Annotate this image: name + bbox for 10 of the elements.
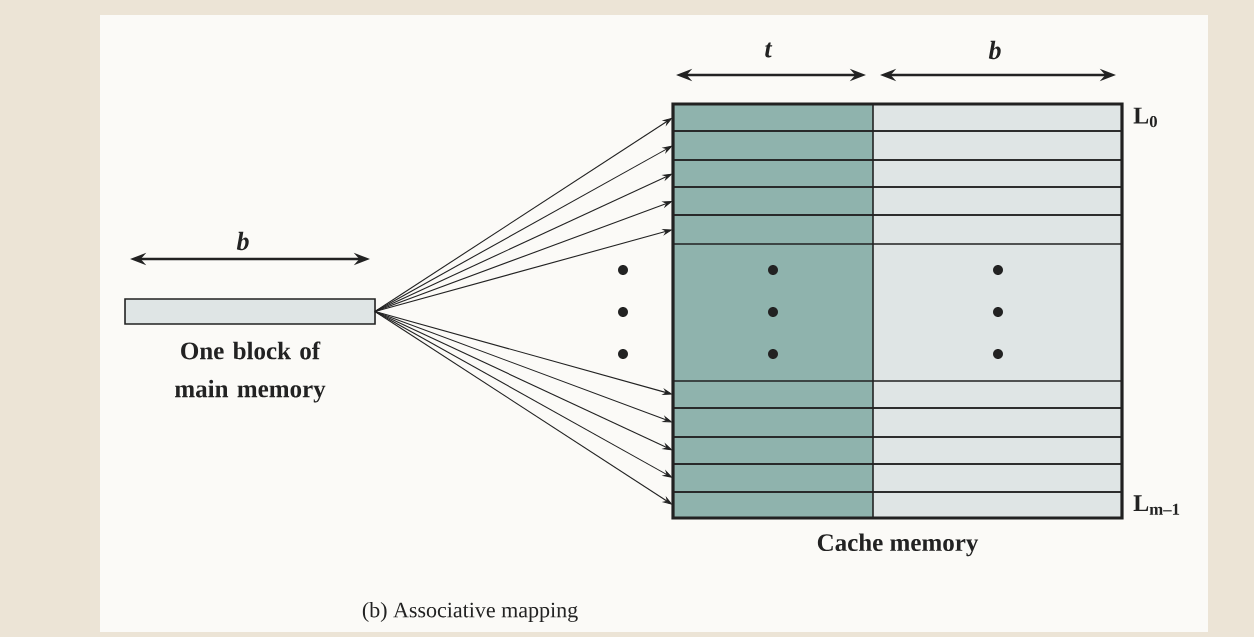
figure-caption: (b) Associative mapping bbox=[362, 602, 578, 622]
block-caption: One block of main memory bbox=[175, 341, 326, 403]
dimension-label: b bbox=[236, 231, 249, 251]
line-label: L$_{0}$ bbox=[1133, 107, 1157, 128]
cache-box bbox=[671, 102, 1124, 520]
dimension-label: t bbox=[765, 42, 773, 58]
dimension-label: b bbox=[988, 40, 1001, 60]
memory-block bbox=[124, 298, 376, 325]
line-label: L$_{m–1}$ bbox=[1133, 495, 1180, 515]
cache-caption: Cache memory bbox=[817, 533, 979, 557]
